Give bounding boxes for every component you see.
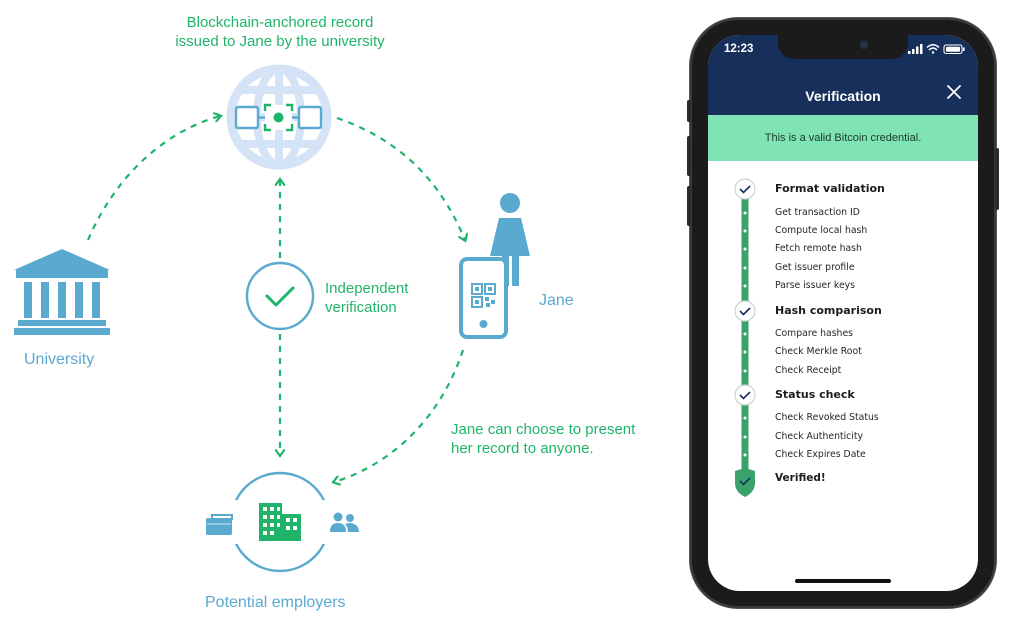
section-title-format-validation: Format validation (775, 182, 885, 195)
step-compare-hashes: Compare hashes (775, 328, 854, 339)
step-check-revoked-status: Check Revoked Status (775, 412, 879, 423)
briefcase-icon (206, 514, 233, 535)
step-get-transaction-id: Get transaction ID (775, 207, 860, 218)
battery-icon (943, 44, 965, 55)
people-icon (330, 512, 359, 532)
qr-code-icon (471, 283, 496, 308)
progress-track (734, 178, 756, 497)
university-building-icon (14, 249, 110, 335)
close-icon[interactable] (946, 84, 962, 100)
power-button (995, 148, 999, 210)
camera-icon (860, 41, 868, 49)
university-label: University (24, 351, 95, 368)
jane-label: Jane (539, 292, 574, 309)
home-indicator (795, 579, 891, 583)
verification-steps: Format validation Get transaction ID Com… (708, 161, 978, 591)
verification-check-icon (245, 261, 315, 331)
step-get-issuer-profile: Get issuer profile (775, 262, 855, 273)
office-building-icon (259, 503, 301, 541)
wifi-icon (926, 44, 940, 54)
page-title: Verification (805, 88, 881, 104)
jane-person-icon (490, 193, 530, 286)
verified-label: Verified! (775, 472, 826, 484)
record-caption-line2: issued to Jane by the university (175, 33, 385, 50)
step-parse-issuer-keys: Parse issuer keys (775, 280, 856, 291)
verification-label-line2: verification (325, 299, 397, 316)
chain-icon (234, 103, 323, 132)
step-check-receipt: Check Receipt (775, 365, 842, 376)
status-time: 12:23 (724, 43, 754, 55)
section-title-hash-comparison: Hash comparison (775, 304, 882, 317)
check-circle-icon (734, 178, 756, 200)
verified-shield-icon (735, 468, 755, 497)
signal-icon (908, 44, 923, 54)
step-check-authenticity: Check Authenticity (775, 431, 864, 442)
verification-label: Independent verification (325, 279, 408, 317)
check-circle-icon (734, 300, 756, 322)
volume-down-button (687, 186, 691, 226)
jane-phone-icon (459, 257, 508, 339)
step-fetch-remote-hash: Fetch remote hash (775, 243, 862, 254)
record-caption-line1: Blockchain-anchored record (186, 14, 374, 31)
valid-credential-banner: This is a valid Bitcoin credential. (708, 115, 978, 161)
diagram-graphics (14, 64, 530, 573)
step-check-merkle-root: Check Merkle Root (775, 346, 862, 357)
check-circle-icon (734, 384, 756, 406)
credential-flow-diagram: Blockchain-anchored record issued to Jan… (0, 13, 635, 611)
present-caption-line1: Jane can choose to present (451, 421, 636, 438)
phone-screen: 12:23 Verification (708, 35, 978, 591)
phone-notch (778, 35, 908, 59)
present-caption-line2: her record to anyone. (451, 440, 594, 457)
step-compute-local-hash: Compute local hash (775, 225, 868, 236)
record-caption: Blockchain-anchored record issued to Jan… (0, 13, 560, 51)
phone-frame: 12:23 Verification (687, 18, 999, 608)
volume-up-button (687, 136, 691, 176)
flow-arrows (86, 116, 465, 482)
verification-label-line1: Independent (325, 280, 409, 297)
employers-label: Potential employers (205, 594, 346, 611)
section-title-status-check: Status check (775, 388, 855, 401)
step-check-expires-date: Check Expires Date (775, 449, 866, 460)
present-caption: Jane can choose to present her record to… (451, 420, 635, 458)
status-icons (908, 44, 965, 55)
mute-switch (687, 100, 691, 122)
